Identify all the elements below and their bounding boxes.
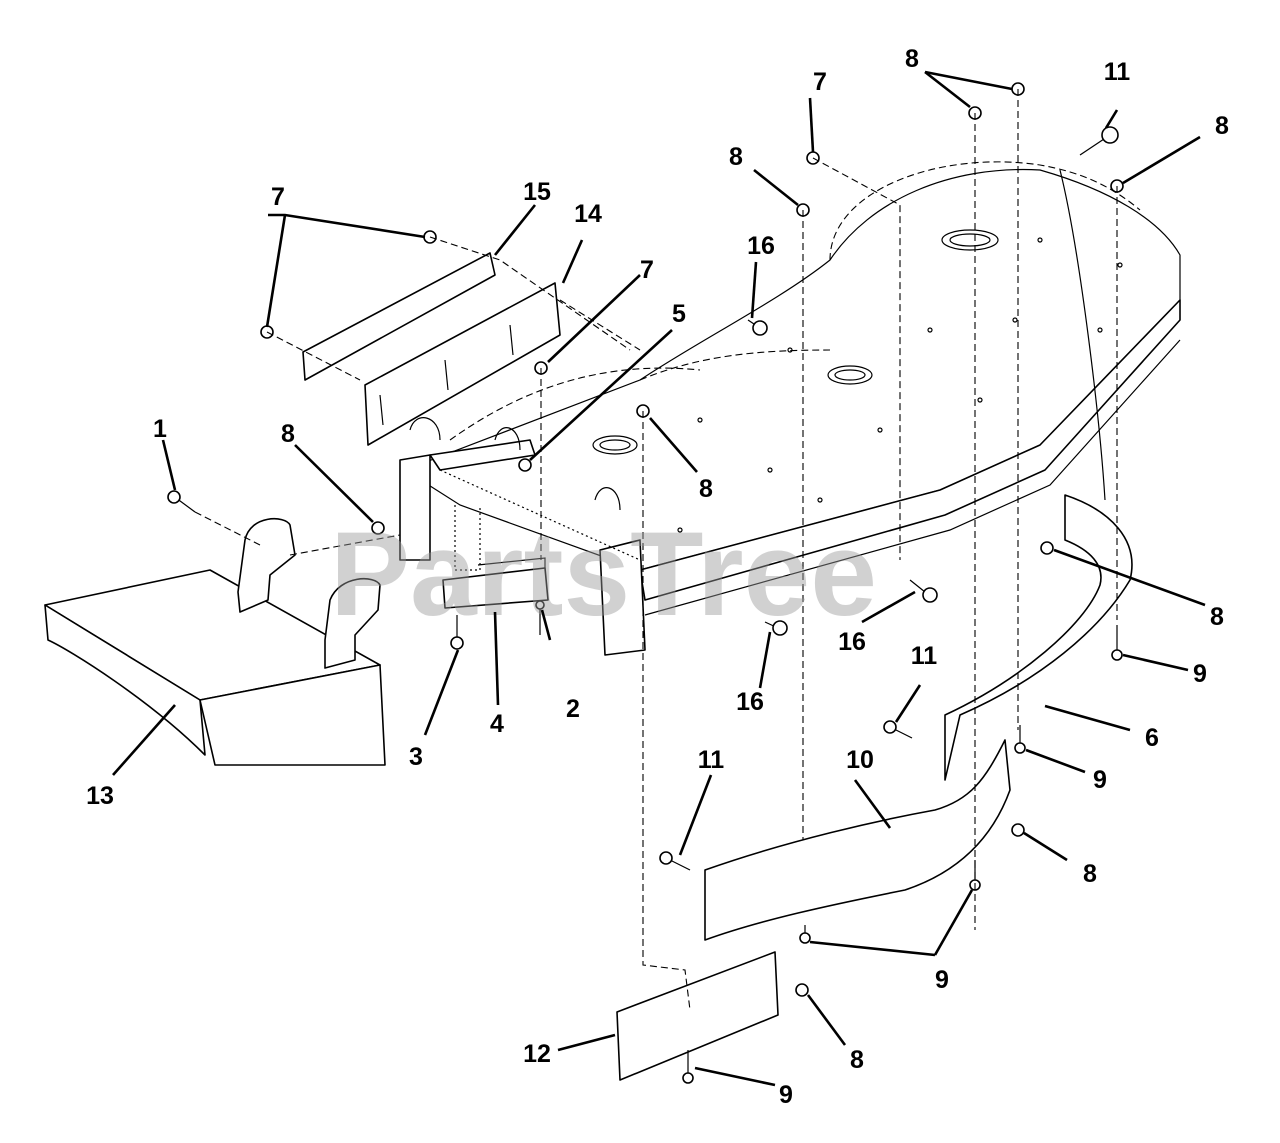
plate-15	[302, 252, 496, 381]
callout-8-upper: 8	[729, 143, 743, 171]
baffle-12	[616, 951, 779, 1081]
callout-4: 4	[490, 710, 504, 738]
callout-7-top-left: 7	[271, 183, 285, 211]
plate-14	[364, 282, 561, 446]
callout-9-right: 9	[1193, 660, 1207, 688]
callout-8-bottom: 8	[850, 1046, 864, 1074]
callout-8-left: 8	[281, 420, 295, 448]
chute-brackets	[237, 518, 381, 669]
callout-8-center: 8	[699, 475, 713, 503]
baffle-10	[704, 739, 1011, 941]
callout-16-bottom: 16	[736, 688, 764, 716]
callout-5: 5	[672, 300, 686, 328]
watermark: PartsTree	[330, 507, 877, 641]
callout-8-top: 8	[905, 45, 919, 73]
callout-8-right: 8	[1215, 112, 1229, 140]
callout-8-lower: 8	[1083, 860, 1097, 888]
callout-7-top: 7	[813, 68, 827, 96]
callout-8-right-lower: 8	[1210, 603, 1224, 631]
callout-16-right: 16	[838, 628, 866, 656]
callout-labels: 1 2 3 4 5 6 7 7 7 8 8 8 8 8 8 8 8 9 9 9 …	[86, 45, 1229, 1109]
callout-14: 14	[574, 200, 602, 228]
leader-lines	[112, 70, 1206, 1087]
callout-16-top: 16	[747, 232, 775, 260]
callout-13: 13	[86, 782, 114, 810]
callout-10: 10	[846, 746, 874, 774]
callout-3: 3	[409, 743, 423, 771]
bar-4	[442, 557, 549, 609]
callout-9-right-lower: 9	[1093, 766, 1107, 794]
callout-12: 12	[523, 1040, 551, 1068]
callout-2: 2	[566, 695, 580, 723]
callout-11-left: 11	[698, 746, 725, 774]
mower-deck	[399, 161, 1181, 656]
callout-11-right: 11	[911, 642, 938, 670]
callout-9-bottom: 9	[779, 1081, 793, 1109]
callout-7-center: 7	[640, 256, 654, 284]
hardware	[167, 82, 1124, 1084]
callout-9-center: 9	[935, 966, 949, 994]
callout-15: 15	[523, 178, 551, 206]
callout-11-top: 11	[1104, 58, 1131, 86]
callout-1: 1	[153, 415, 167, 443]
callout-6: 6	[1145, 724, 1159, 752]
baffle-6	[944, 494, 1133, 781]
